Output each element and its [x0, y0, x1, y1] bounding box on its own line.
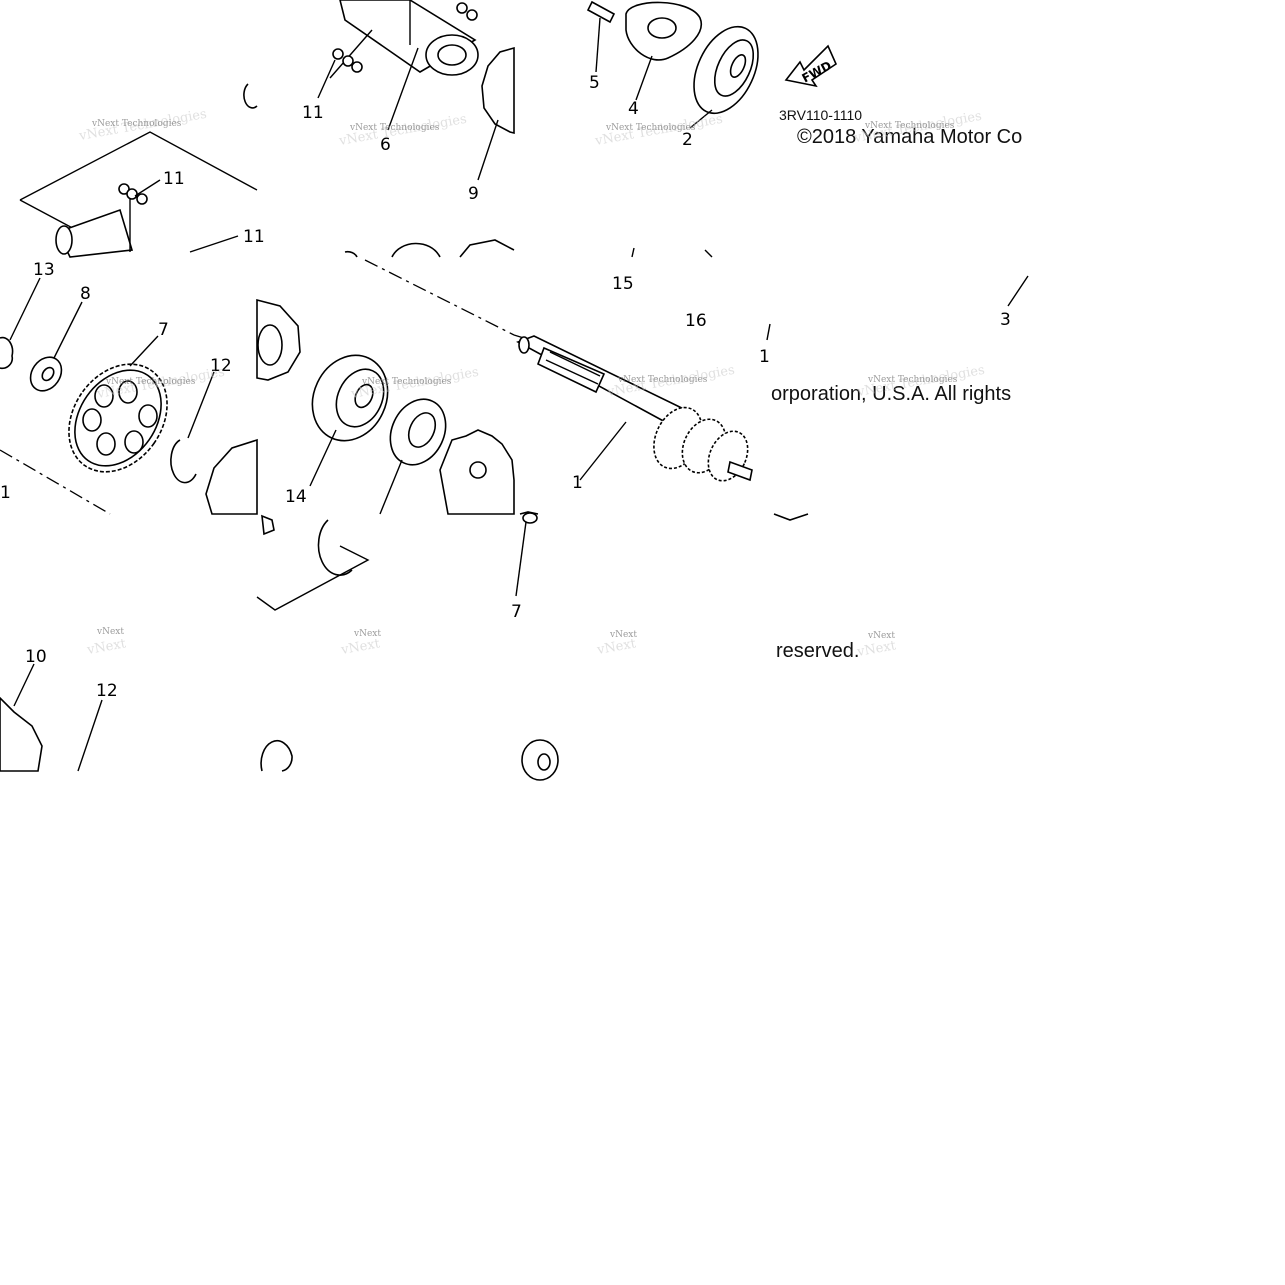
callout-11: 11 [243, 227, 265, 247]
callout-7: 7 [158, 320, 169, 340]
watermark: vNext Technologies [105, 377, 196, 387]
watermark: vNext Technologies [605, 123, 696, 133]
copyright-line-3: reserved. [776, 640, 859, 662]
svg-text:vNext: vNext [85, 636, 128, 658]
gear-7 [68, 363, 168, 473]
callout-6: 6 [380, 135, 391, 155]
watermark: vNext Technologies [864, 121, 955, 131]
svg-text:vNext: vNext [339, 636, 382, 658]
tile-bottom-far-right: reserved. [776, 640, 859, 662]
callout-11: 11 [302, 103, 324, 123]
watermark: vNext [353, 629, 381, 639]
watermark: vNext Technologies [617, 375, 708, 385]
tile-mid-center-right: 15 16 1 1 [513, 274, 771, 515]
tile-mid-center-left: 14 [256, 259, 515, 515]
callout-9: 9 [468, 184, 479, 204]
callout-1-partial: 1 [759, 347, 770, 367]
callout-5: 5 [589, 73, 600, 93]
watermark: vNext Technologies [91, 119, 182, 129]
callout-11: 11 [163, 169, 185, 189]
watermark: vNext Technologies [361, 377, 452, 387]
main-shaft [516, 335, 753, 482]
copyright-line-2: orporation, U.S.A. All rights [771, 383, 1011, 405]
tile-top-center: 11 6 9 [302, 0, 515, 258]
tile-top-right: 5 4 2 [586, 0, 759, 258]
tile-bottom-left: 10 12 [0, 647, 118, 772]
tile-bottom-center-left [256, 514, 370, 772]
svg-text:vNext: vNext [595, 636, 638, 658]
tile-mid-left: 13 8 7 12 1 [0, 260, 258, 515]
tile-bottom-center-right: 7 [511, 512, 809, 781]
watermarks: vNext Technologies vNext Technologies vN… [77, 107, 986, 660]
sprocket [439, 429, 515, 515]
callout-3: 3 [1000, 310, 1011, 330]
watermark: vNext [96, 627, 124, 637]
copyright-line-1: ©2018 Yamaha Motor Co [797, 126, 1022, 148]
callout-15: 15 [612, 274, 634, 294]
callout-12: 12 [96, 681, 118, 701]
svg-text:vNext: vNext [855, 638, 898, 660]
tile-top-far-right: FWD 3RV110-1110 ©2018 Yamaha Motor Co [779, 44, 1022, 148]
watermark: vNext [867, 631, 895, 641]
callout-7: 7 [511, 602, 522, 622]
fwd-arrow-icon: FWD [784, 44, 838, 88]
part-code: 3RV110-1110 [779, 107, 862, 123]
tile-top-left: 11 11 [19, 83, 265, 258]
callout-16: 16 [685, 311, 707, 331]
callout-13: 13 [33, 260, 55, 280]
tile-mid-far-right: 3 orporation, U.S.A. All rights [771, 275, 1029, 405]
callout-14: 14 [285, 487, 307, 507]
callout-1: 1 [0, 483, 11, 503]
watermark: vNext Technologies [867, 375, 958, 385]
callout-2: 2 [682, 130, 693, 150]
callout-12: 12 [210, 356, 232, 376]
callout-8: 8 [80, 284, 91, 304]
callout-1: 1 [572, 473, 583, 493]
watermark: vNext Technologies [349, 123, 440, 133]
watermark: vNext [609, 630, 637, 640]
callout-10: 10 [25, 647, 47, 667]
callout-4: 4 [628, 99, 639, 119]
